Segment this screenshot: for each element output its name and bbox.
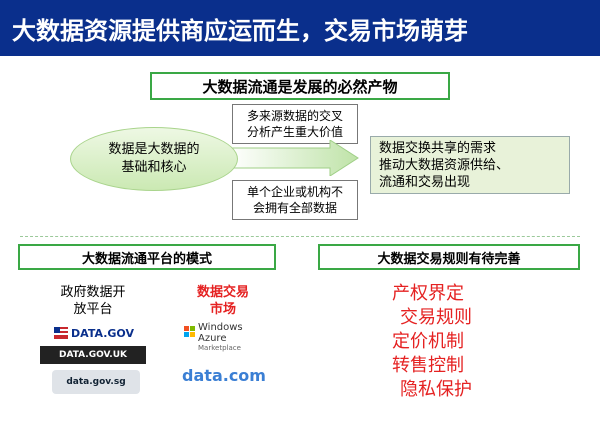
result-line-2: 推动大数据资源供给、 <box>379 157 510 173</box>
diagram-title-box: 大数据流通是发展的必然产物 <box>150 72 450 100</box>
page-title: 大数据资源提供商应运而生，交易市场萌芽 <box>12 16 468 45</box>
azure-logo-subtext: Marketplace <box>198 344 241 352</box>
result-line-1: 数据交换共享的需求 <box>379 140 497 156</box>
rules-list: 产权界定 交易规则 定价机制 转售控制 隐私保护 <box>392 282 502 402</box>
gov-platform-line-2: 放平台 <box>73 302 113 317</box>
flow-arrow-icon <box>230 140 359 176</box>
page-header: 大数据资源提供商应运而生，交易市场萌芽 <box>0 0 600 56</box>
core-data-line-2: 基础和核心 <box>121 160 187 175</box>
result-box: 数据交换共享的需求 推动大数据资源供给、 流通和交易出现 <box>370 136 570 194</box>
platform-heading-box: 大数据流通平台的模式 <box>18 244 276 270</box>
datacom-logo-text: data.com <box>182 365 266 385</box>
result-line-3: 流通和交易出现 <box>379 174 471 190</box>
rule-item: 产权界定 <box>392 283 464 304</box>
datagovuk-logo: DATA.GOV.UK <box>40 346 146 364</box>
rule-item: 转售控制 <box>392 355 464 376</box>
core-data-line-1: 数据是大数据的 <box>108 142 200 157</box>
azure-marketplace-logo: Windows Azure Marketplace <box>182 322 262 352</box>
single-entity-line-2: 会拥有全部数据 <box>252 201 337 215</box>
rules-heading-box: 大数据交易规则有待完善 <box>318 244 580 270</box>
rule-item: 定价机制 <box>392 331 464 352</box>
market-line-1: 数据交易 <box>196 285 249 300</box>
cross-analysis-line-1: 多来源数据的交叉 <box>246 109 343 123</box>
core-data-ellipse: 数据是大数据的 基础和核心 <box>70 127 238 191</box>
azure-logo-text: Windows Azure <box>198 322 243 344</box>
platform-heading: 大数据流通平台的模式 <box>81 251 212 267</box>
rules-heading: 大数据交易规则有待完善 <box>377 251 521 267</box>
rule-item: 交易规则 <box>400 307 472 328</box>
datagov-flag-icon <box>54 327 69 339</box>
single-entity-box: 单个企业或机构不 会拥有全部数据 <box>232 180 358 220</box>
rule-item: 隐私保护 <box>400 379 472 400</box>
market-label: 数据交易 市场 <box>178 284 268 318</box>
diagram-title: 大数据流通是发展的必然产物 <box>202 77 398 96</box>
cross-analysis-box: 多来源数据的交叉 分析产生重大价值 <box>232 104 358 144</box>
cross-analysis-line-2: 分析产生重大价值 <box>246 125 343 139</box>
datagovuk-logo-text: DATA.GOV.UK <box>58 350 128 360</box>
datagovsg-logo-text: data.gov.sg <box>66 377 126 387</box>
single-entity-line-1: 单个企业或机构不 <box>246 185 343 199</box>
datacom-logo: data.com <box>182 362 266 388</box>
gov-platform-label: 政府数据开 放平台 <box>38 284 148 318</box>
gov-platform-line-1: 政府数据开 <box>60 285 126 300</box>
market-line-2: 市场 <box>209 302 236 317</box>
datagov-logo-text: DATA.GOV <box>71 326 134 340</box>
section-divider <box>20 236 580 237</box>
datagovsg-logo: data.gov.sg <box>52 370 140 394</box>
windows-icon <box>184 326 195 337</box>
datagov-logo: DATA.GOV <box>46 322 142 344</box>
